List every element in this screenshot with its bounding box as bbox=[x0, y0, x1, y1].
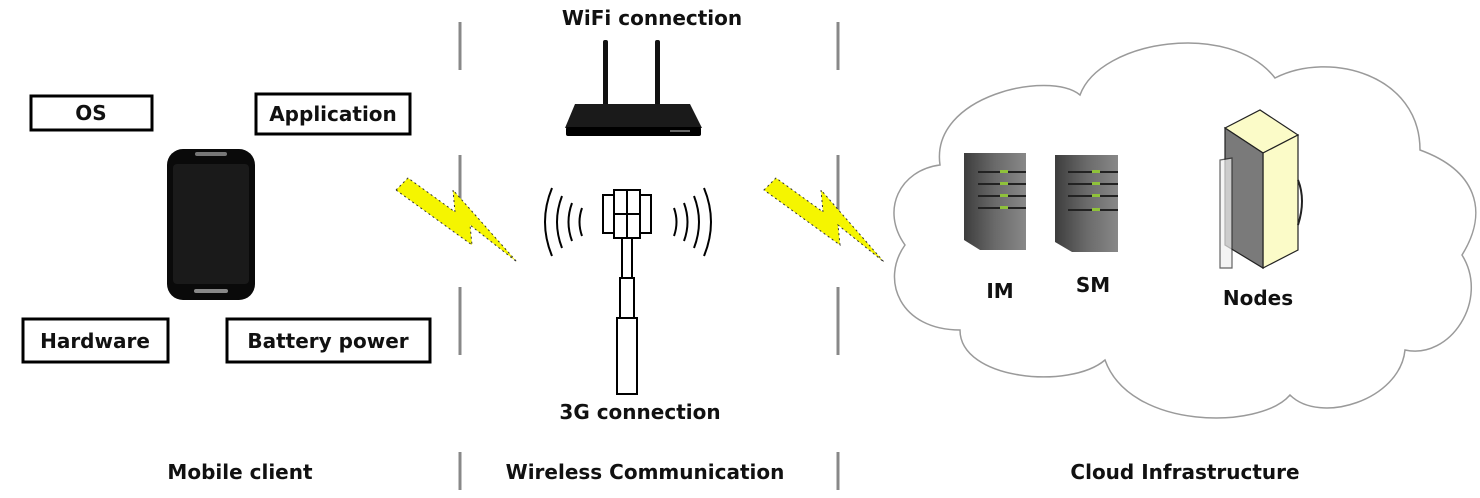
mobile-client-title: Mobile client bbox=[167, 460, 313, 484]
sm-label: SM bbox=[1076, 273, 1110, 297]
nodes-rack-icon bbox=[1219, 109, 1303, 270]
lightning-icon-left bbox=[395, 177, 518, 263]
3g-connection-label: 3G connection bbox=[559, 400, 720, 424]
smartphone-icon bbox=[167, 149, 255, 300]
cloud-shape bbox=[893, 42, 1477, 419]
os-label: OS bbox=[75, 101, 106, 125]
im-server-icon bbox=[964, 153, 1026, 250]
application-label: Application bbox=[269, 102, 397, 126]
lightning-icon-right bbox=[763, 177, 885, 263]
battery-power-box: Battery power bbox=[225, 317, 432, 364]
hardware-label: Hardware bbox=[40, 329, 150, 353]
os-box: OS bbox=[29, 94, 154, 132]
application-box: Application bbox=[254, 92, 412, 136]
wifi-connection-label: WiFi connection bbox=[562, 6, 742, 30]
cloud-infrastructure-title: Cloud Infrastructure bbox=[1070, 460, 1299, 484]
wireless-communication-title: Wireless Communication bbox=[506, 460, 785, 484]
nodes-label: Nodes bbox=[1223, 286, 1293, 310]
wifi-router-icon bbox=[565, 40, 702, 136]
battery-power-label: Battery power bbox=[247, 329, 408, 353]
im-label: IM bbox=[986, 279, 1013, 303]
hardware-box: Hardware bbox=[21, 317, 170, 364]
sm-server-icon bbox=[1055, 155, 1118, 252]
cell-tower-icon bbox=[544, 187, 712, 395]
